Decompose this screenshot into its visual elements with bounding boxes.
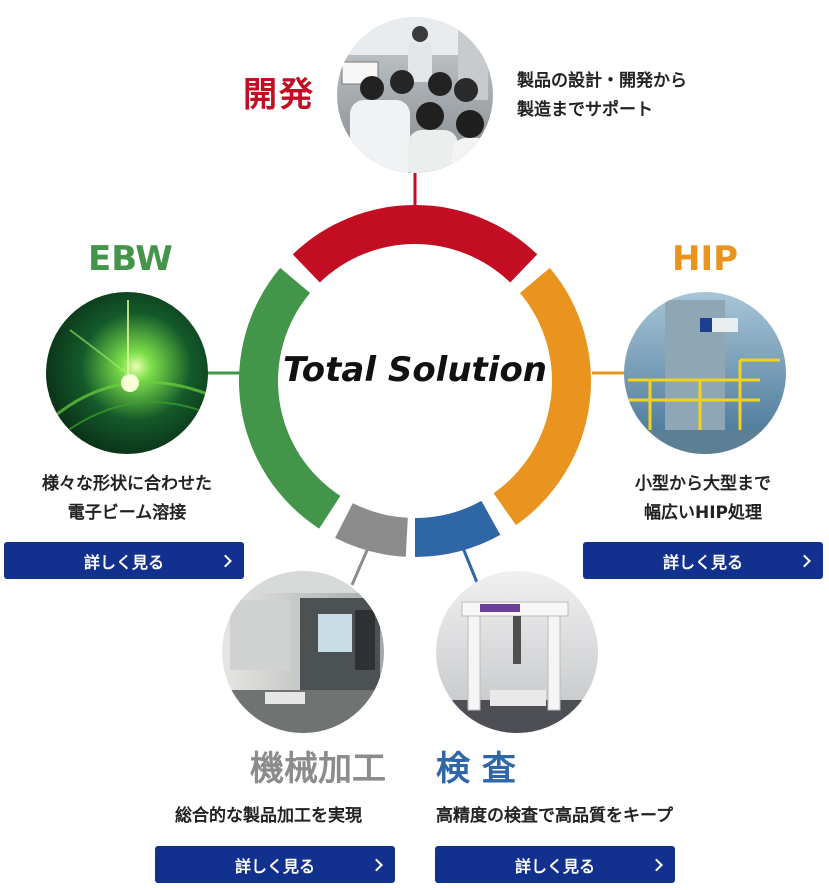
kikai-title: 機械加工 (250, 752, 386, 786)
hip-title: HIP (672, 242, 738, 276)
ring-segment-kaihatsu (293, 205, 538, 282)
connector-kikai (352, 548, 368, 585)
ring-segment-hip (494, 268, 591, 525)
ring-segment-kensa (415, 501, 500, 557)
kikai-details-button[interactable]: 詳しく見る (155, 846, 395, 883)
chevron-right-icon (219, 554, 232, 567)
kensa-title: 検 査 (436, 752, 516, 786)
kensa-details-button[interactable]: 詳しく見る (435, 846, 675, 883)
center-title: Total Solution (255, 350, 575, 390)
ebw-desc-line1: 様々な形状に合わせた (0, 470, 254, 499)
kensa-desc-line1: 高精度の検査で高品質をキープ (436, 802, 673, 831)
ring-segment-kikai (335, 503, 408, 557)
ebw-title: EBW (88, 242, 173, 276)
kaihatsu-title: 開発 (243, 78, 315, 112)
kikai-details-label: 詳しく見る (235, 853, 315, 877)
kensa-details-label: 詳しく見る (515, 853, 595, 877)
ebw-desc-line2: 電子ビーム溶接 (0, 499, 254, 528)
chevron-right-icon (370, 858, 383, 871)
hip-details-label: 詳しく見る (663, 549, 743, 573)
kikai-desc-line1: 総合的な製品加工を実現 (175, 802, 362, 831)
hip-details-button[interactable]: 詳しく見る (583, 542, 823, 579)
electron-beam-welding-photo (40, 290, 215, 460)
cnc-machine-photo (215, 565, 395, 740)
hip-desc-line1: 小型から大型まで (583, 470, 823, 499)
ebw-details-button[interactable]: 詳しく見る (4, 542, 244, 579)
connector-kensa (463, 548, 478, 585)
chevron-right-icon (650, 858, 663, 871)
ebw-details-label: 詳しく見る (84, 549, 164, 573)
hip-desc-line2: 幅広いHIP処理 (583, 499, 823, 528)
kaihatsu-desc-line2: 製造までサポート (517, 96, 653, 125)
coordinate-measuring-machine-photo (430, 565, 610, 740)
hip-facility-photo (620, 290, 795, 460)
seminar-room-photo (330, 10, 500, 180)
kaihatsu-desc-line1: 製品の設計・開発から (517, 67, 687, 96)
ring-segment-ebw (239, 268, 340, 529)
chevron-right-icon (798, 554, 811, 567)
